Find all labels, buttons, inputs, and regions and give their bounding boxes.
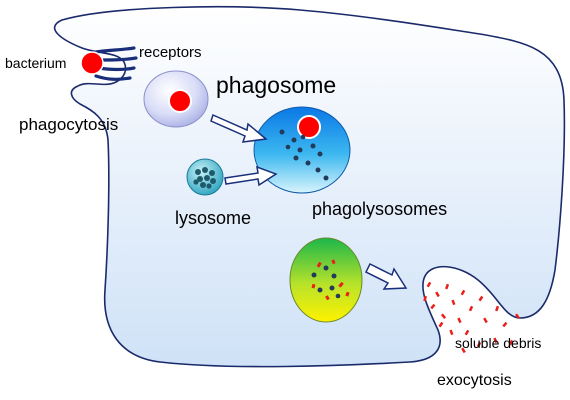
lysosome-enzymes xyxy=(193,167,216,189)
receptor-3 xyxy=(96,66,136,72)
phagolysosome-bacterium xyxy=(297,115,321,139)
mature-phagolysosome-vesicle xyxy=(289,237,363,323)
phagolysosome-enzymes xyxy=(279,129,329,181)
bacterium xyxy=(80,51,104,75)
receptors-label: receptors xyxy=(139,44,202,61)
phagocytosis-label: phagocytosis xyxy=(19,115,119,134)
soluble-debris-label: soluble debris xyxy=(455,335,542,351)
phagosome-label: phagosome xyxy=(216,72,337,98)
arrow-lysosome-to-phagolysosome xyxy=(224,165,278,187)
phagosome-bacterium xyxy=(168,89,192,113)
mature-phagolysosome-debris xyxy=(311,259,350,301)
phagolysosomes-label: phagolysosomes xyxy=(312,199,448,219)
receptor-2 xyxy=(96,56,138,62)
arrow-phagosome-to-phagolysosome xyxy=(210,113,268,143)
receptor-4 xyxy=(94,74,132,81)
soluble-debris-particles xyxy=(423,281,520,354)
arrow-to-exocytosis xyxy=(364,262,408,290)
lysosome-label: lysosome xyxy=(175,208,252,228)
exocytosis-label: exocytosis xyxy=(437,372,512,389)
receptor-1 xyxy=(94,46,136,54)
mature-phagolysosome-enzymes xyxy=(311,265,341,299)
bacterium-label: bacterium xyxy=(5,55,67,71)
